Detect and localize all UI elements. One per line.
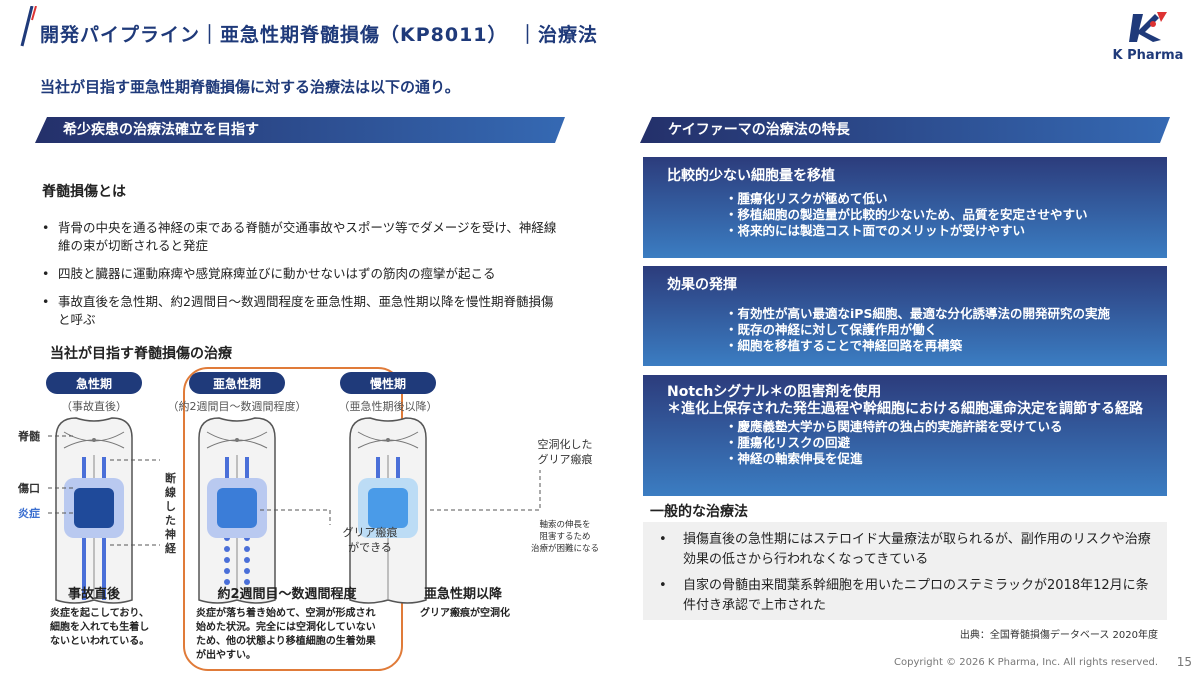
diagram-label: 線 [165,485,176,499]
phase-heading: 亜急性期以降 [424,586,503,602]
phase-heading: 約2週間目～数週間程度 [217,586,357,602]
label-spinal-cord: 脊髄 [17,429,41,443]
phase-desc-line: ため、他の状態より移植細胞の生着効果 [196,634,377,647]
diagram-label: 急性期 [76,376,112,391]
bullet: 自家の骨髄由来間葉系幹細胞を用いたニプロのステミラックが2018年12月に条件付… [657,576,1153,616]
phase-desc-line: 炎症が落ち着き始めて、空洞が形成され [196,606,376,619]
feature-item: ・将来的には製造コスト面でのメリットが受けやすい [725,223,1026,238]
diagram-label: 治療が困難になる [531,543,599,554]
phase-desc-line: 細胞を入れても生着し [50,620,149,633]
diagram-label: 慢性期 [370,376,406,391]
company-logo: K Pharma [1108,10,1188,63]
bullet: 損傷直後の急性期にはステロイド大量療法が取られるが、副作用のリスクや治療効果の低… [657,530,1153,570]
diagram-label: グリア瘢痕 [343,525,398,539]
label-wound: 傷口 [17,481,40,495]
feature-title: Notchシグナル＊の阻害剤を使用 [667,384,882,400]
diagram-label [48,417,541,604]
phase-sub: （約2週間目～数週間程度） [168,399,307,413]
leader-lines [48,435,541,546]
right-banner: ケイファーマの治療法の特長 [640,117,1170,143]
phase-pill-chronic: 慢性期 [340,372,436,394]
diagram-label: し [165,500,176,513]
copyright: Copyright © 2026 K Pharma, Inc. All righ… [894,657,1158,668]
page-title: 開発パイプライン｜亜急性期脊髄損傷（KP8011） ｜治療法 [40,24,599,46]
diagram-label: 亜急性期 [213,376,261,391]
logo-text: K Pharma [1112,48,1184,63]
feature-title: 効果の発揮 [667,277,737,293]
spinal-cord-illustration [198,417,276,604]
phase-pill-acute: 急性期 [46,372,142,394]
feature-card-notch: Notchシグナル＊の阻害剤を使用 ＊進化上保存された発生過程や幹細胞における細… [643,375,1167,496]
phase-desc-line: グリア瘢痕が空洞化 [420,606,510,619]
page-number: 15 [1176,655,1192,669]
spinal-injury-diagram: 急性期 亜急性期 慢性期 （事故直後） （約2週間目～数週間程度） （亜急性期後… [17,367,599,671]
diagram-label: 神 [165,527,176,541]
diagram-label: グリア瘢痕 [538,452,593,466]
feature-item: ・既存の神経に対して保護作用が働く [725,322,938,337]
feature-note: ＊進化上保存された発生過程や幹細胞における細胞運命決定を調節する経路 [667,401,1143,417]
diagram-label: 経 [165,541,177,555]
bullet: 事故直後を急性期、約2週間目～数週間程度を亜急性期、亜急性期以降を慢性期脊髄損傷… [40,293,560,329]
feature-item: ・移植細胞の製造量が比較的少ないため、品質を安定させやすい [725,207,1088,222]
spinal-cord-illustration [55,417,133,604]
diagram-title: 当社が目指す脊髄損傷の治療 [50,346,232,362]
general-treatment-title: 一般的な治療法 [650,504,748,520]
feature-item: ・腫瘍化リスクの回避 [725,435,851,450]
diagram-label: 断 [165,471,176,485]
general-treatment-box: 損傷直後の急性期にはステロイド大量療法が取られるが、副作用のリスクや治療効果の低… [643,522,1167,620]
bullet: 背骨の中央を通る神経の束である脊髄が交通事故やスポーツ等でダメージを受け、神経線… [40,219,560,255]
diagram-label: た [165,514,176,527]
subtitle: 当社が目指す亜急性期脊髄損傷に対する治療法は以下の通り。 [40,78,460,96]
diagram-label: 阻害するため [539,531,590,542]
source-note: 出典：全国脊髄損傷データベース 2020年度 [959,630,1158,641]
k-pharma-logo-icon [1129,12,1167,42]
feature-item: ・慶應義塾大学から関連特許の独占的実施許諾を受けている [725,419,1063,434]
feature-item: ・細胞を移植することで神経回路を再構築 [725,338,963,353]
feature-card-efficacy: 効果の発揮 ・有効性が高い最適なiPS細胞、最適な分化誘導法の開発研究の実施・既… [643,266,1167,366]
bullet: 四肢と臓器に運動麻痺や感覚麻痺並びに動かせないはずの筋肉の痙攣が起こる [40,265,560,283]
phase-desc-line: 炎症を起こしており、 [50,606,149,619]
diagram-label: ができる [348,540,392,554]
diagram-label: 空洞化した [538,437,593,451]
spinal-cord-illustration [349,417,427,604]
label-inflammation: 炎症 [18,506,40,520]
left-banner: 希少疾患の治療法確立を目指す [35,117,565,143]
feature-item: ・神経の軸索伸長を促進 [725,451,863,466]
phase-sub: （亜急性期後以降） [339,399,438,413]
diagram-label: 事故直後 約2週間目～数週間程度 亜急性期以降 [68,586,503,602]
phase-desc-line: ないといわれている。 [50,635,149,647]
about-title: 脊髄損傷とは [42,184,126,200]
diagram-label: 軸索の伸長を [539,519,590,530]
feature-card-low-cell-dose: 比較的少ない細胞量を移植 ・腫瘍化リスクが極めて低い・移植細胞の製造量が比較的少… [643,157,1167,258]
feature-title: 比較的少ない細胞量を移植 [667,168,835,184]
phase-desc-line: が出やすい。 [196,648,256,661]
about-bullets: 背骨の中央を通る神経の束である脊髄が交通事故やスポーツ等でダメージを受け、神経線… [40,219,560,329]
title-slash-icon [20,6,37,47]
phase-desc-line: 始めた状況。完全には空洞化していない [196,620,376,633]
phase-heading: 事故直後 [68,586,121,602]
phase-sub: （事故直後） [61,399,127,413]
feature-item: ・有効性が高い最適なiPS細胞、最適な分化誘導法の開発研究の実施 [725,306,1110,321]
feature-item: ・腫瘍化リスクが極めて低い [725,191,888,206]
phase-pill-subacute: 亜急性期 [189,372,285,394]
